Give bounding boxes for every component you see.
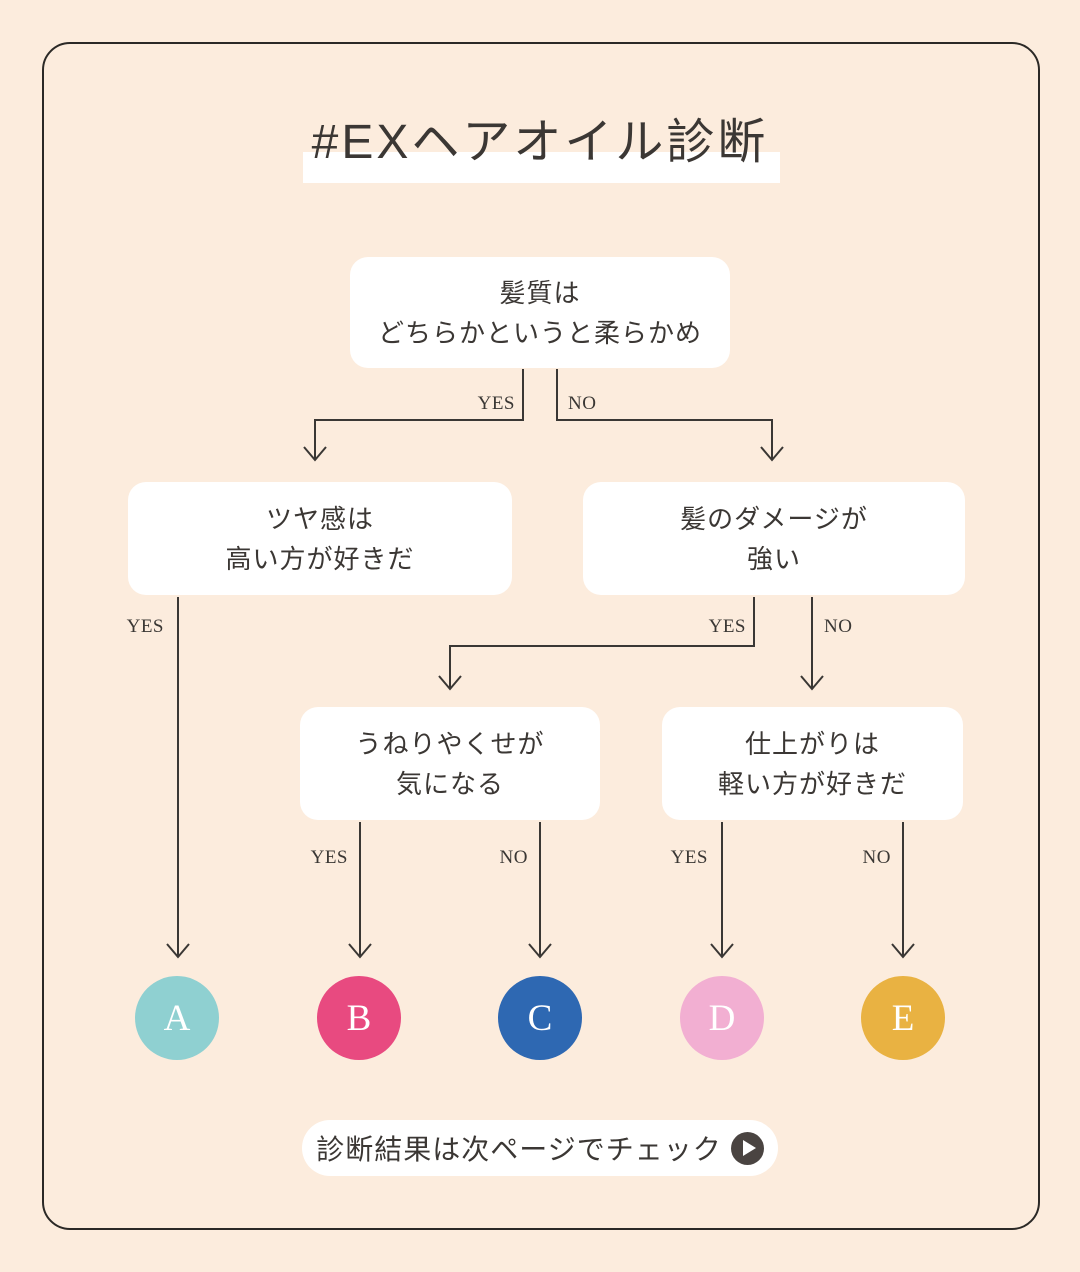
connector-q1-yes <box>314 369 524 459</box>
question-line: 髪質は <box>499 277 581 308</box>
arrowhead-q1-yes <box>303 446 327 462</box>
question-line: 高い方が好きだ <box>225 543 415 574</box>
check-results-button[interactable]: 診断結果は次ページでチェック <box>302 1120 778 1176</box>
arrowhead-q3-no <box>800 675 824 691</box>
result-circle-a: A <box>135 976 219 1060</box>
result-letter: E <box>891 997 915 1039</box>
result-letter: B <box>346 997 372 1039</box>
question-line: 髪のダメージが <box>680 503 868 534</box>
label-q1-yes: YES <box>477 393 515 414</box>
connector-q1-no <box>556 369 773 459</box>
check-results-label: 診断結果は次ページでチェック <box>316 1134 722 1165</box>
label-q5-no: NO <box>862 847 891 868</box>
outer-border-frame <box>42 42 1040 1230</box>
question-line: 気になる <box>395 768 504 799</box>
question-hair-damage: 髪のダメージが 強い <box>583 482 965 595</box>
question-wave-frizz: うねりやくせが 気になる <box>300 707 600 820</box>
result-letter: A <box>163 997 191 1039</box>
question-hair-softness: 髪質は どちらかというと柔らかめ <box>350 257 730 368</box>
question-line: 仕上がりは <box>744 728 880 759</box>
question-light-finish: 仕上がりは 軽い方が好きだ <box>662 707 963 820</box>
question-line: ツヤ感は <box>265 503 374 534</box>
play-triangle <box>742 1140 756 1156</box>
arrowhead-q3-yes <box>438 675 462 691</box>
question-line: 軽い方が好きだ <box>717 768 907 799</box>
label-q3-yes: YES <box>708 616 746 637</box>
play-icon <box>730 1131 764 1165</box>
arrowhead-q4-no <box>528 943 552 959</box>
arrowhead-q1-no <box>760 446 784 462</box>
label-q4-yes: YES <box>310 847 348 868</box>
label-q4-no: NO <box>499 847 528 868</box>
label-q1-no: NO <box>568 393 597 414</box>
result-circle-e: E <box>861 976 945 1060</box>
label-q5-yes: YES <box>670 847 708 868</box>
question-line: うねりやくせが <box>355 728 545 759</box>
label-q3-no: NO <box>824 616 853 637</box>
result-letter: C <box>527 997 553 1039</box>
title-highlight-bar <box>303 152 780 183</box>
question-line: 強い <box>746 543 801 574</box>
arrowhead-q2-yes <box>166 943 190 959</box>
arrowhead-q5-no <box>891 943 915 959</box>
question-gloss-preference: ツヤ感は 高い方が好きだ <box>128 482 512 595</box>
arrowhead-q5-yes <box>710 943 734 959</box>
result-circle-d: D <box>680 976 764 1060</box>
result-circle-b: B <box>317 976 401 1060</box>
arrowhead-q4-yes <box>348 943 372 959</box>
result-circle-c: C <box>498 976 582 1060</box>
question-line: どちらかというと柔らかめ <box>377 317 702 348</box>
result-letter: D <box>708 997 736 1039</box>
page-title: #EXヘアオイル診断 <box>311 116 769 169</box>
connector-q3-yes <box>449 597 755 688</box>
label-q2-yes: YES <box>126 616 164 637</box>
